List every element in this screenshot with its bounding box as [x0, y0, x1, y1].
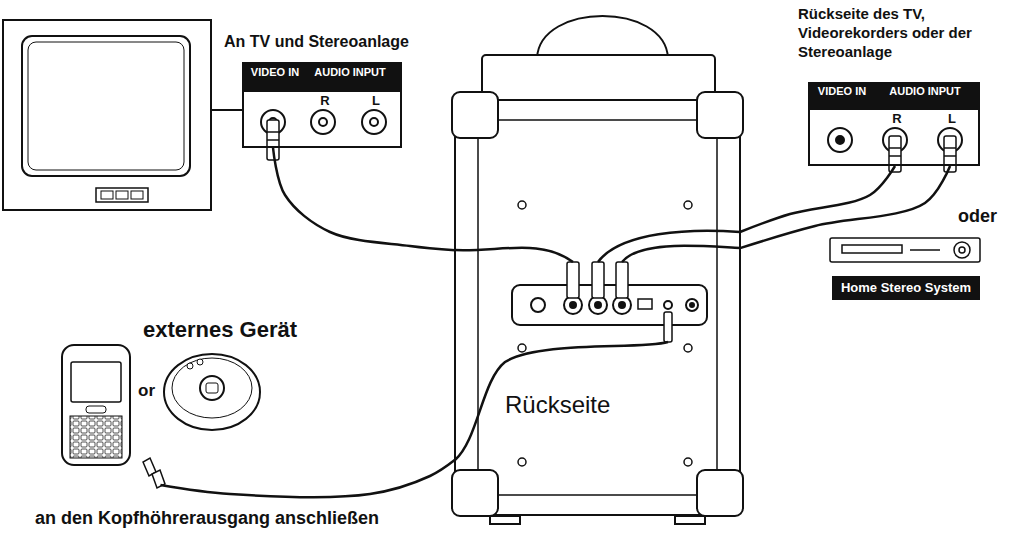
cable	[273, 148, 455, 250]
speaker-body	[697, 92, 743, 138]
speaker-body	[452, 92, 498, 138]
jack-panel	[595, 302, 601, 308]
speaker-plugs	[567, 262, 579, 298]
speaker-body	[490, 516, 520, 524]
input-panel: An TV und StereoanlageVIDEO INAUDIO INPU…	[242, 62, 402, 148]
tv-set	[96, 188, 148, 202]
jack-panel	[512, 285, 707, 325]
speaker-body	[455, 100, 740, 515]
wire	[622, 246, 740, 262]
cd-player	[164, 354, 260, 430]
jack-panel	[570, 302, 576, 308]
device-badge: Home Stereo System	[832, 276, 980, 300]
wire	[598, 231, 740, 262]
external-device: externes Gerät	[55, 315, 340, 485]
instruction-text: an den Kopfhöhrerausgang anschließen	[35, 508, 379, 529]
jack-label: AUDIO INPUT	[305, 66, 395, 78]
stereo-device	[910, 249, 940, 251]
screw	[518, 458, 526, 466]
wire	[455, 231, 740, 460]
alternative-word: oder	[958, 206, 997, 227]
channel-label: R	[316, 93, 334, 108]
stereo-device	[830, 238, 980, 262]
stereo-device	[830, 238, 980, 262]
speaker-body	[697, 470, 743, 516]
alternative-word: or	[138, 381, 155, 401]
mobile-phone	[62, 345, 130, 465]
headphone-plug	[143, 458, 165, 488]
jack-panel	[664, 301, 672, 309]
channel-label: L	[367, 93, 385, 108]
stereo-device	[954, 242, 970, 258]
wire	[455, 248, 573, 262]
panel-heading: Rückseite des TV, Videorekorders oder de…	[798, 4, 1012, 61]
tv-set	[116, 191, 128, 199]
jack-label: VIDEO IN	[814, 85, 870, 97]
speaker-label: Rückseite	[505, 390, 610, 420]
input-panel: Rückseite des TV, Videorekorders oder de…	[808, 82, 980, 166]
jack-panel	[512, 285, 707, 325]
speaker-body	[675, 516, 705, 524]
tv-set	[211, 109, 242, 111]
speaker-plugs	[567, 262, 672, 342]
cable	[740, 166, 895, 232]
speaker-plugs	[664, 312, 672, 342]
screw	[518, 344, 526, 352]
mobile-phone	[70, 416, 122, 458]
jack-panel	[638, 299, 652, 309]
speaker-body	[478, 120, 717, 495]
badge-text: Home Stereo System	[832, 276, 980, 300]
mobile-phone	[62, 345, 130, 465]
cd-player	[206, 383, 218, 393]
cd-player	[187, 363, 193, 369]
cable	[160, 460, 455, 497]
speaker-body	[452, 16, 743, 524]
speaker-body	[537, 16, 668, 58]
jack-label: AUDIO INPUT	[879, 85, 971, 97]
jack-panel	[531, 298, 545, 312]
stereo-device	[842, 245, 902, 253]
screw	[684, 344, 692, 352]
jack-label: VIDEO IN	[247, 66, 303, 78]
tv-set	[28, 42, 184, 170]
jack-panel	[686, 299, 698, 311]
jack-panel	[690, 303, 694, 307]
tv-set	[101, 191, 113, 199]
tv-set	[3, 20, 242, 210]
stereo-device	[959, 247, 965, 253]
speaker-body	[482, 55, 715, 105]
cd-player	[172, 358, 252, 418]
speaker-body	[452, 470, 498, 516]
tv-set	[3, 20, 211, 210]
channel-label: L	[943, 111, 961, 126]
screw	[684, 201, 692, 209]
mobile-phone	[86, 406, 106, 413]
mobile-phone	[71, 362, 121, 402]
cd-player	[197, 359, 203, 365]
wire	[455, 342, 668, 460]
panel-heading: An TV und Stereoanlage	[224, 32, 409, 52]
speaker-plugs	[616, 262, 628, 298]
device-heading: externes Gerät	[143, 317, 297, 343]
screw	[518, 201, 692, 466]
cable	[740, 166, 950, 248]
speaker-back: Rückseite	[455, 100, 740, 515]
tv-set	[22, 36, 190, 176]
cd-player	[200, 376, 224, 400]
screw	[684, 458, 692, 466]
channel-label: R	[888, 111, 906, 126]
screw	[518, 201, 526, 209]
tv-set	[131, 191, 143, 199]
speaker-plugs	[592, 262, 604, 298]
jack-panel	[619, 302, 625, 308]
cd-player	[164, 354, 260, 430]
